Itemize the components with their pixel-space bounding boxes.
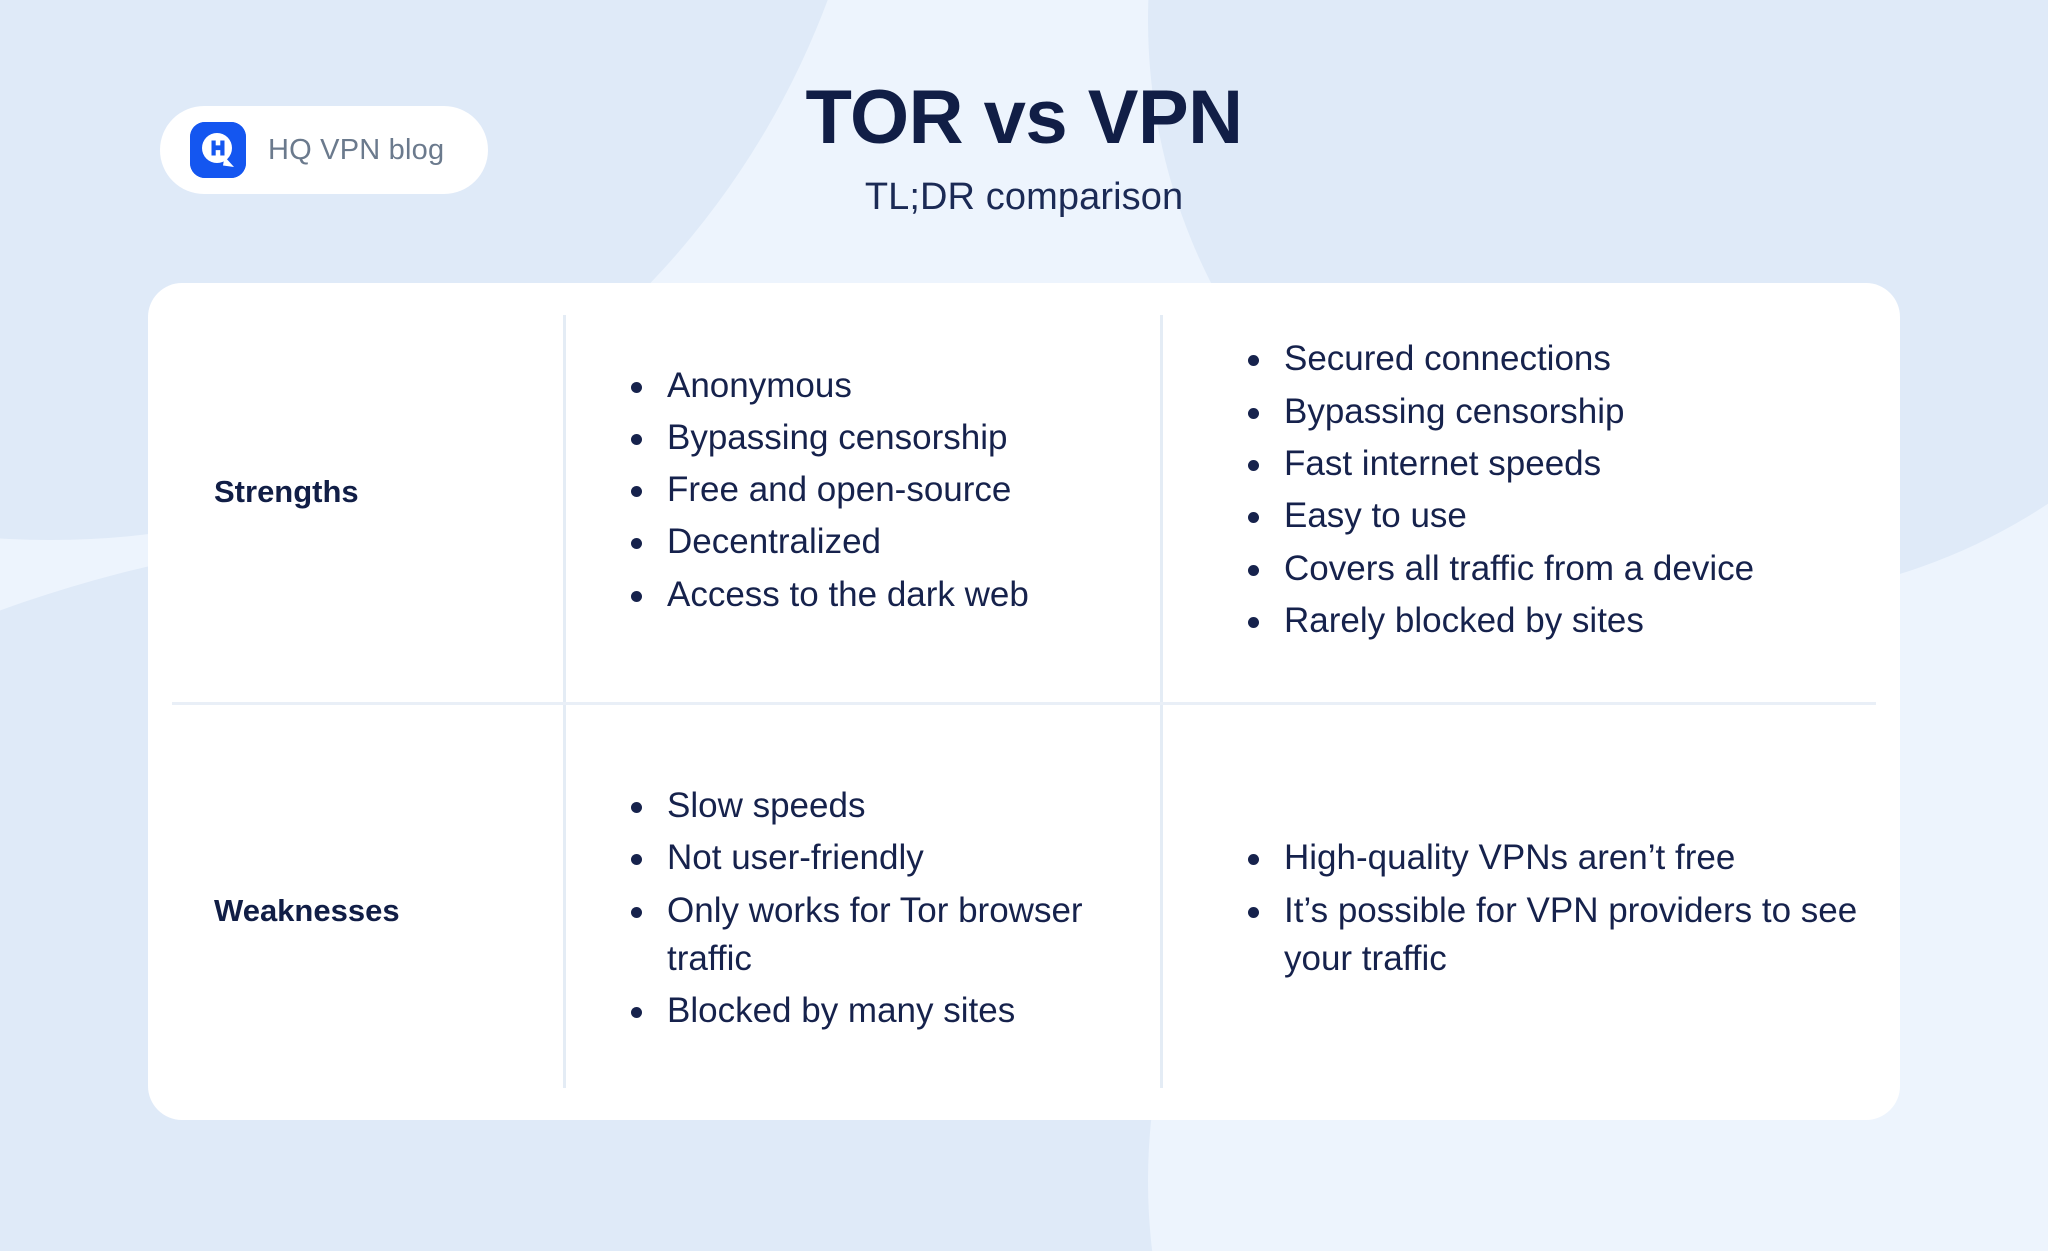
- header: HQ VPN blog TOR vs VPN TL;DR comparison: [0, 0, 2048, 283]
- list-item: Access to the dark web: [623, 571, 1029, 619]
- cell-tor-strengths: Anonymous Bypassing censorship Free and …: [563, 283, 1160, 702]
- list-item: Free and open-source: [623, 466, 1029, 514]
- brand-label: HQ VPN blog: [268, 133, 445, 166]
- cell-vpn-weaknesses: High-quality VPNs aren’t free It’s possi…: [1160, 702, 1900, 1121]
- comparison-card: Strengths Anonymous Bypassing censorship…: [148, 283, 1900, 1120]
- list-item: Bypassing censorship: [1240, 388, 1754, 436]
- list-item: Decentralized: [623, 518, 1029, 566]
- list-item: Not user-friendly: [623, 834, 1120, 882]
- list-vpn-weaknesses: High-quality VPNs aren’t free It’s possi…: [1240, 834, 1860, 987]
- list-item: Rarely blocked by sites: [1240, 597, 1754, 645]
- list-tor-weaknesses: Slow speeds Not user-friendly Only works…: [623, 782, 1120, 1039]
- cell-tor-weaknesses: Slow speeds Not user-friendly Only works…: [563, 702, 1160, 1121]
- row-label-strengths: Strengths: [148, 283, 563, 702]
- list-item: High-quality VPNs aren’t free: [1240, 834, 1860, 882]
- title-block: TOR vs VPN TL;DR comparison: [0, 78, 2048, 219]
- row-label-weaknesses-text: Weaknesses: [214, 892, 400, 928]
- comparison-table: Strengths Anonymous Bypassing censorship…: [148, 283, 1900, 1120]
- list-item: Only works for Tor browser traffic: [623, 887, 1120, 984]
- list-item: Slow speeds: [623, 782, 1120, 830]
- page-subtitle: TL;DR comparison: [864, 175, 1184, 218]
- hq-logo-icon: [190, 122, 246, 178]
- list-item: Anonymous: [623, 362, 1029, 410]
- list-tor-strengths: Anonymous Bypassing censorship Free and …: [623, 362, 1029, 623]
- list-item: Secured connections: [1240, 335, 1754, 383]
- cell-vpn-strengths: Secured connections Bypassing censorship…: [1160, 283, 1900, 702]
- list-item: Bypassing censorship: [623, 414, 1029, 462]
- row-label-weaknesses: Weaknesses: [148, 702, 563, 1121]
- list-vpn-strengths: Secured connections Bypassing censorship…: [1240, 335, 1754, 649]
- brand-badge[interactable]: HQ VPN blog: [160, 106, 489, 194]
- list-item: Covers all traffic from a device: [1240, 545, 1754, 593]
- list-item: Blocked by many sites: [623, 987, 1120, 1035]
- row-label-strengths-text: Strengths: [214, 474, 359, 510]
- page-title: TOR vs VPN: [805, 75, 1243, 160]
- list-item: Easy to use: [1240, 492, 1754, 540]
- row-divider: [172, 701, 1876, 705]
- list-item: Fast internet speeds: [1240, 440, 1754, 488]
- list-item: It’s possible for VPN providers to see y…: [1240, 887, 1860, 984]
